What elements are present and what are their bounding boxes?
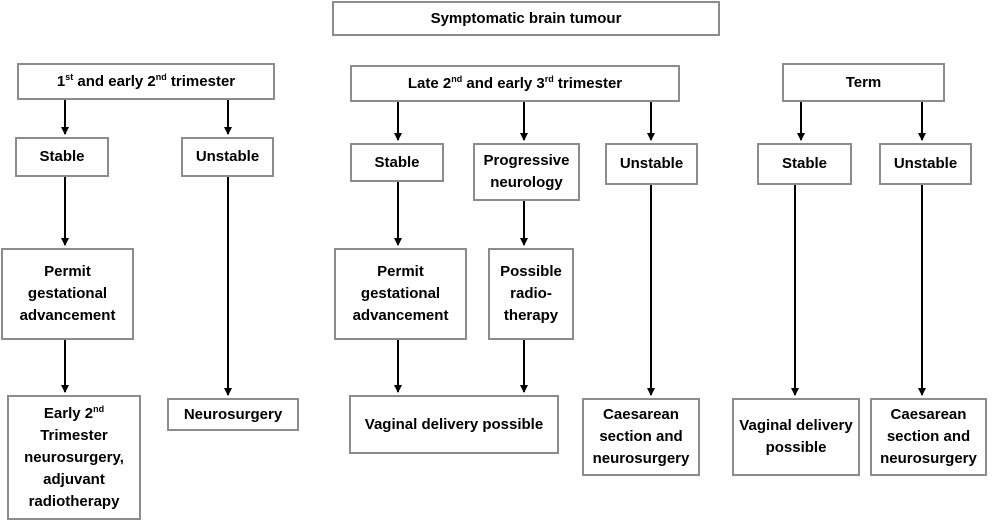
term-unstable-label: Unstable (893, 155, 958, 172)
early-unstable-label: Unstable (195, 148, 260, 165)
term-label: Term (845, 73, 882, 91)
early-stable-label: Stable (39, 148, 85, 165)
early-neurosurgery-radiotherapy-box: Early 2nd Trimester neurosurgery, adjuva… (7, 395, 141, 520)
term-stable-box: Stable (757, 143, 852, 185)
title-box: Symptomatic brain tumour (332, 1, 720, 36)
early-permit-label: Permit gestational advancement (19, 263, 116, 324)
late-permit-label: Permit gestational advancement (352, 263, 449, 324)
early-neurosurgery-box: Neurosurgery (167, 398, 299, 431)
late-progressive-label: Progressive neurology (483, 152, 570, 191)
early-trimester-label: 1st and early 2nd trimester (56, 71, 236, 90)
term-caesarean-label: Caesarean section and neurosurgery (880, 406, 977, 467)
late-permit-box: Permit gestational advancement (334, 248, 467, 340)
title-text: Symptomatic brain tumour (430, 9, 622, 27)
early-trimester-box: 1st and early 2nd trimester (17, 63, 275, 100)
late-radiotherapy-label: Possible radio-therapy (500, 263, 562, 324)
late-trimester-box: Late 2nd and early 3rd trimester (350, 65, 680, 102)
term-unstable-box: Unstable (879, 143, 972, 185)
late-unstable-label: Unstable (619, 155, 684, 172)
early-neurosurgery-label: Neurosurgery (183, 405, 283, 423)
late-vaginal-label: Vaginal delivery possible (364, 415, 544, 433)
term-vaginal-box: Vaginal delivery possible (732, 398, 860, 476)
late-trimester-label: Late 2nd and early 3rd trimester (407, 73, 623, 92)
late-progressive-box: Progressive neurology (473, 143, 580, 201)
early-permit-box: Permit gestational advancement (1, 248, 134, 340)
late-caesarean-label: Caesarean section and neurosurgery (592, 406, 690, 467)
early-unstable-box: Unstable (181, 137, 274, 177)
term-stable-label: Stable (781, 155, 827, 172)
term-caesarean-box: Caesarean section and neurosurgery (870, 398, 987, 476)
late-caesarean-box: Caesarean section and neurosurgery (582, 398, 700, 476)
late-stable-box: Stable (350, 143, 444, 182)
late-stable-label: Stable (374, 153, 420, 171)
term-box: Term (782, 63, 945, 102)
late-radiotherapy-box: Possible radio-therapy (488, 248, 574, 340)
late-vaginal-box: Vaginal delivery possible (349, 395, 559, 454)
late-unstable-box: Unstable (605, 143, 698, 185)
early-stable-box: Stable (15, 137, 109, 177)
early-neuro-label: Early 2nd Trimester neurosurgery, adjuva… (24, 403, 124, 510)
term-vaginal-label: Vaginal delivery possible (739, 417, 853, 456)
